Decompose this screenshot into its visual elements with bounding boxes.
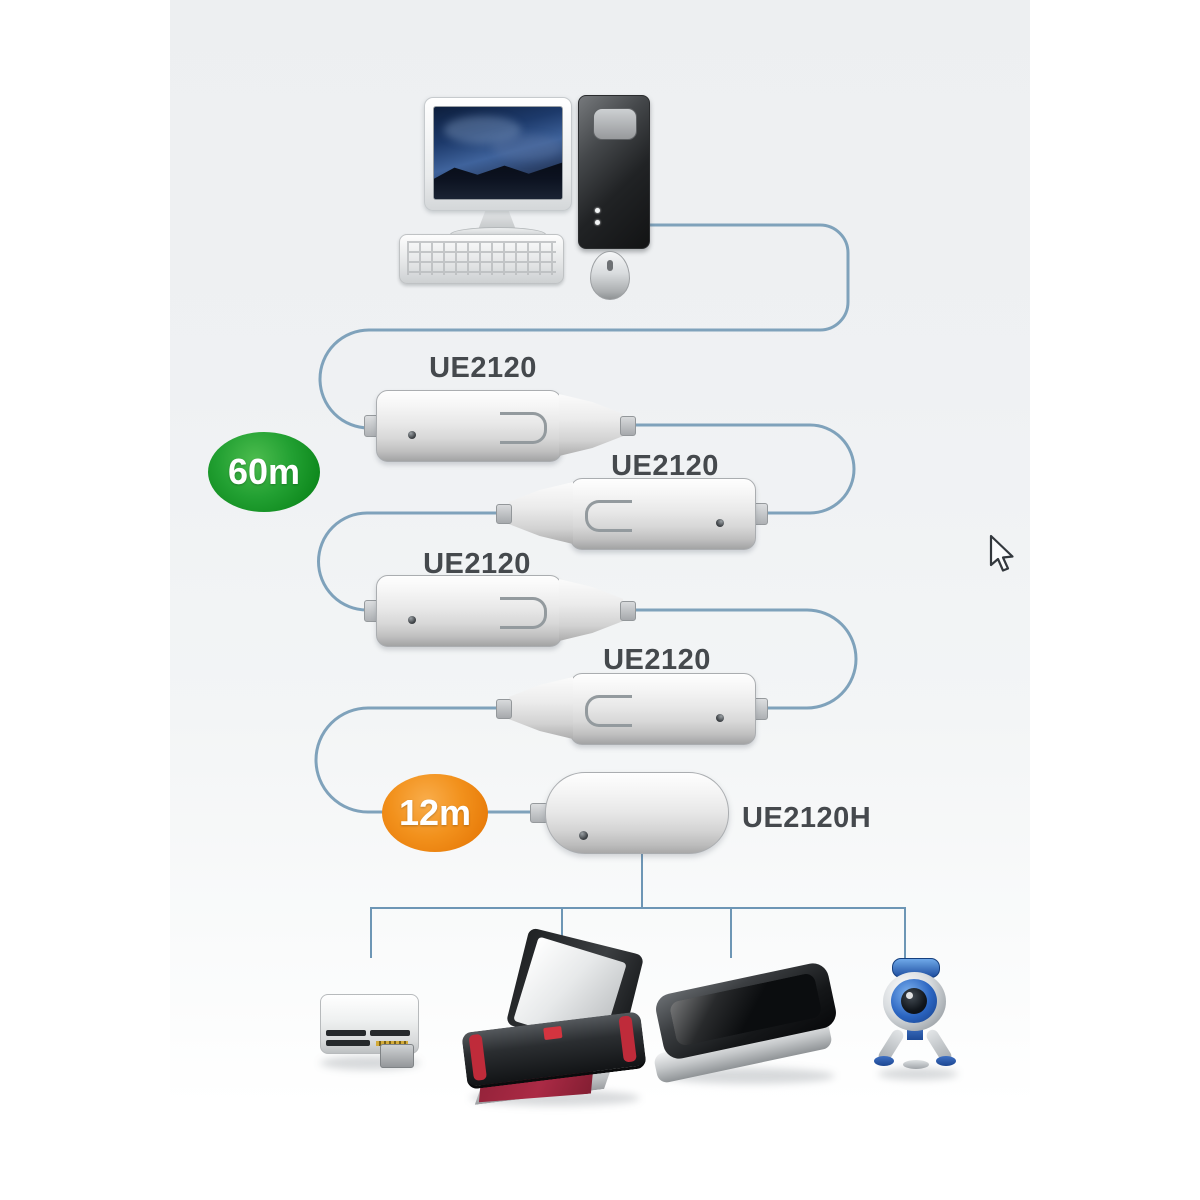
extender2-label: UE2120 xyxy=(611,450,719,482)
mouse-cursor-icon xyxy=(989,534,1014,572)
monitor-stand xyxy=(478,208,516,230)
mouse-icon xyxy=(590,251,630,300)
badge-60m-text: 60m xyxy=(227,451,301,492)
monitor-screen xyxy=(433,106,563,200)
extender4-label: UE2120 xyxy=(603,644,711,676)
keyboard-icon xyxy=(399,234,564,284)
cable-ext2-to-ext3 xyxy=(317,511,502,612)
extender1-label: UE2120 xyxy=(429,352,537,384)
printer-icon xyxy=(458,927,663,1113)
webcam-icon xyxy=(872,952,958,1074)
cable-ext1-to-ext2 xyxy=(632,423,856,515)
card-reader-icon xyxy=(318,992,420,1070)
computer-tower-icon xyxy=(578,95,650,249)
usb-extender-4 xyxy=(496,671,768,745)
usb-hub-ue2120h xyxy=(545,772,729,854)
distance-badge-12m: 12m xyxy=(382,774,488,852)
cable-ext4-to-hub xyxy=(314,706,534,814)
usb-extender-2 xyxy=(496,476,768,550)
tower-led xyxy=(595,220,600,225)
tower-drive-bay xyxy=(593,108,637,140)
hub-label: UE2120H xyxy=(742,802,872,834)
branch-bus-lines xyxy=(370,852,906,958)
badge-12m-text: 12m xyxy=(398,792,472,833)
distance-badge-60m: 60m xyxy=(208,432,320,512)
monitor-icon xyxy=(424,97,572,211)
usb-extender-1 xyxy=(364,388,636,462)
tower-led xyxy=(595,208,600,213)
extender3-label: UE2120 xyxy=(423,548,531,580)
scanner-icon xyxy=(652,960,847,1090)
cable-ext3-to-ext4 xyxy=(634,608,858,710)
usb-extender-3 xyxy=(364,573,636,647)
cable-computer-to-ext1 xyxy=(318,223,850,430)
